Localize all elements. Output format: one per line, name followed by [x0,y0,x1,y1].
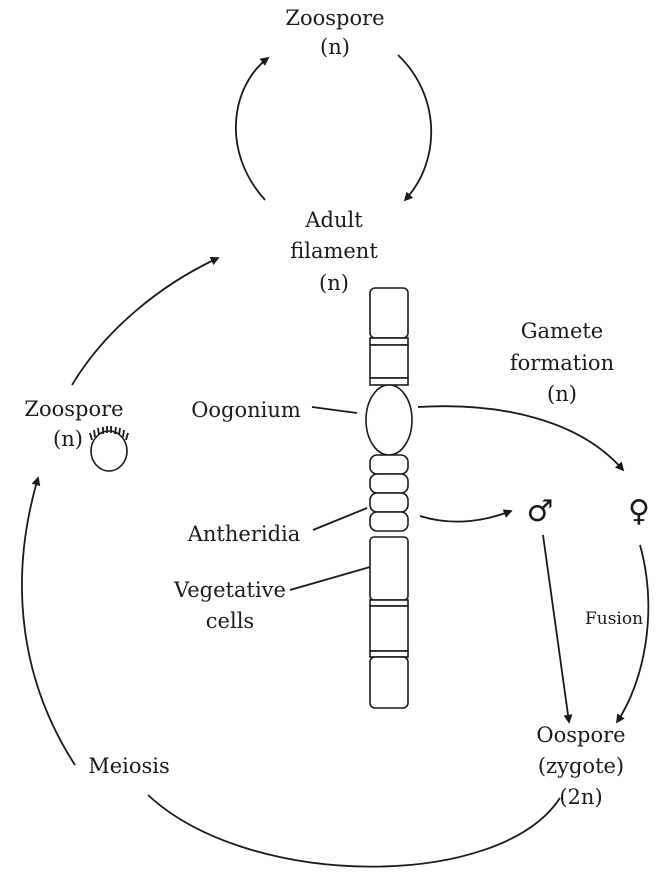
male-gamete-symbol: ♂ [527,494,554,529]
oospore-ploidy: (2n) [559,785,602,809]
oogonium-label: Oogonium [191,398,301,422]
arrow-zoospore-top-to-adult [398,55,431,200]
antheridium-cell [370,455,408,474]
arrow-antheridia-to-male-gamete [420,511,511,522]
adult-filament-drawing [366,288,412,708]
gamete-formation-label-line2: formation [510,351,614,375]
oospore-label-line2: (zygote) [538,754,624,778]
female-gamete-symbol: ♀ [628,494,650,529]
antheridium-cell [370,493,408,512]
vegetative-pointer-line [290,567,370,590]
arrow-female-gamete-to-oospore [617,545,648,722]
antheridium-cell [370,474,408,493]
zoospore-cell-drawing [90,426,128,471]
zoospore-top-label: Zoospore [285,6,384,30]
arrow-male-gamete-to-oospore [543,535,569,722]
arrow-adult-to-zoospore-top [236,58,268,200]
arrow-zoospore-left-to-adult [72,258,218,385]
gamete-formation-ploidy: (n) [547,382,577,406]
zoospore-top-ploidy: (n) [320,35,350,59]
antheridia-pointer-line [313,508,367,530]
zoospore-left-label: Zoospore [24,397,123,421]
arrow-meiosis-to-zoospore-left [22,478,75,765]
adult-filament-ploidy: (n) [319,271,349,295]
adult-filament-label-line2: filament [290,239,378,263]
antheridium-cell [370,512,408,531]
vegetative-cells-label-line2: cells [206,609,254,633]
arrow-oospore-to-meiosis [148,795,560,867]
fusion-label: Fusion [585,609,643,629]
vegetative-cells-label-line1: Vegetative [173,578,286,602]
adult-filament-label-line1: Adult [304,208,363,232]
oogonium-pointer-line [312,407,357,413]
meiosis-label: Meiosis [88,754,170,778]
oogonium-cell [366,385,412,455]
antheridia-label: Antheridia [187,522,301,546]
zoospore-left-ploidy: (n) [53,427,83,451]
gamete-formation-label-line1: Gamete [521,319,604,343]
arrow-oogonium-to-female-gamete [418,406,623,470]
oospore-label-line1: Oospore [536,723,625,747]
